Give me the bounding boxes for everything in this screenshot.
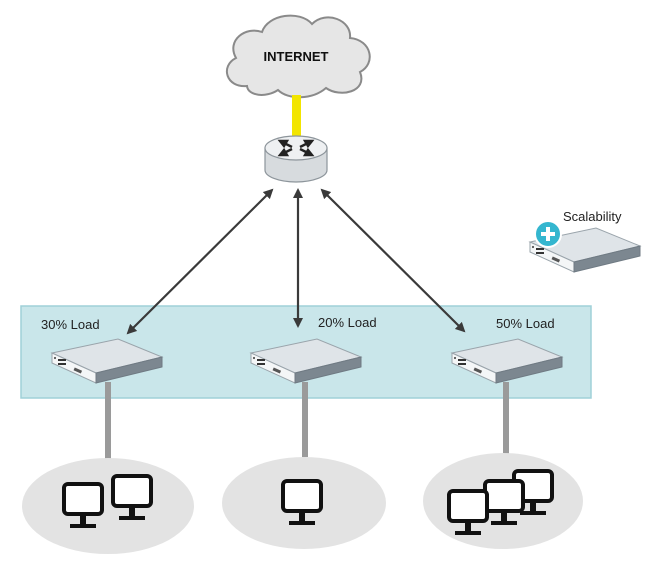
scalability-group: Scalability xyxy=(529,209,641,273)
server-1-load-label: 30% Load xyxy=(41,317,100,332)
arrow-router-server-3 xyxy=(320,188,466,333)
internet-uplink xyxy=(292,95,301,141)
server-2-load-label: 20% Load xyxy=(318,315,377,330)
arrow-router-server-1 xyxy=(126,188,274,335)
internet-label: INTERNET xyxy=(264,49,329,64)
server-3-stand xyxy=(503,382,509,462)
server-2-stand xyxy=(302,382,308,457)
server-3-load-label: 50% Load xyxy=(496,316,555,331)
internet-cloud: INTERNET xyxy=(225,14,371,99)
client-group-1 xyxy=(22,458,194,554)
router xyxy=(264,135,328,183)
router-arrows-icon xyxy=(277,139,315,157)
server-1-stand xyxy=(105,382,111,482)
scalability-label: Scalability xyxy=(563,209,622,224)
